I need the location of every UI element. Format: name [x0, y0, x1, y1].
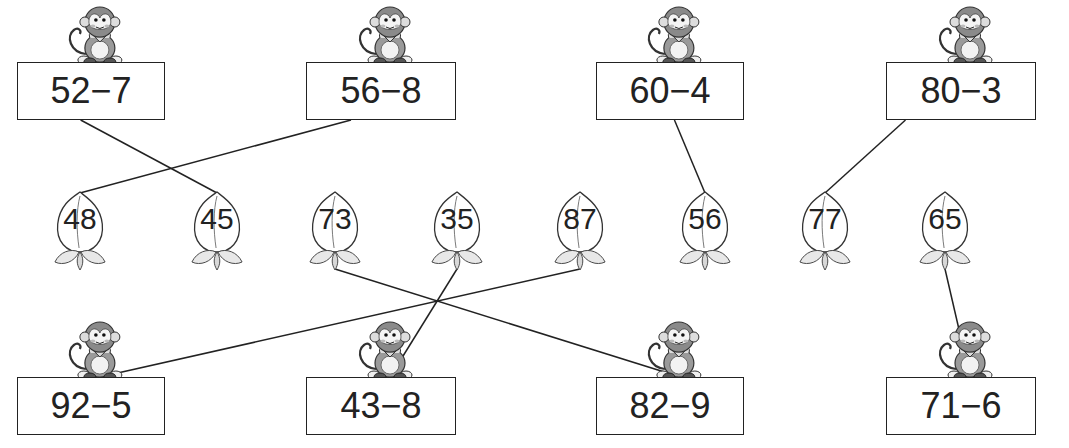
- match-line: [674, 120, 705, 193]
- answer-number: 48: [54, 204, 106, 234]
- monkey-illustration: [70, 322, 122, 381]
- answer-number: 73: [309, 204, 361, 234]
- answer-number: 56: [679, 204, 731, 234]
- monkey-illustration: [70, 7, 122, 66]
- expression-text: 43−8: [340, 388, 421, 424]
- problem-box: 71−6: [886, 377, 1036, 435]
- monkey-illustration: [649, 322, 701, 381]
- peach-answer: 48: [54, 190, 106, 272]
- match-line: [80, 120, 351, 193]
- peach-answer: 45: [191, 190, 243, 272]
- expression-text: 92−5: [50, 388, 131, 424]
- expression-text: 82−9: [629, 388, 710, 424]
- problem-box: 43−8: [306, 377, 456, 435]
- expression-text: 52−7: [50, 73, 131, 109]
- match-line: [825, 120, 906, 193]
- peach-answer: 73: [309, 190, 361, 272]
- monkey-illustration: [360, 7, 412, 66]
- problem-box: 52−7: [17, 62, 165, 120]
- problem-box: 80−3: [886, 62, 1036, 120]
- peach-answer: 65: [919, 190, 971, 272]
- monkey-illustration: [940, 7, 992, 66]
- peach-answer: 56: [679, 190, 731, 272]
- monkey-illustration: [940, 322, 992, 381]
- peach-answer: 35: [431, 190, 483, 272]
- peach-answer: 87: [554, 190, 606, 272]
- match-line: [335, 269, 680, 377]
- expression-text: 60−4: [629, 73, 710, 109]
- problem-box: 92−5: [17, 377, 165, 435]
- problem-box: 60−4: [596, 62, 744, 120]
- answer-number: 87: [554, 204, 606, 234]
- answer-number: 65: [919, 204, 971, 234]
- peach-answer: 77: [799, 190, 851, 272]
- expression-text: 80−3: [920, 73, 1001, 109]
- answer-number: 77: [799, 204, 851, 234]
- answer-number: 35: [431, 204, 483, 234]
- answer-number: 45: [191, 204, 243, 234]
- problem-box: 82−9: [596, 377, 744, 435]
- monkey-illustration: [360, 322, 412, 381]
- monkey-illustration: [649, 7, 701, 66]
- expression-text: 56−8: [340, 73, 421, 109]
- expression-text: 71−6: [920, 388, 1001, 424]
- problem-box: 56−8: [306, 62, 456, 120]
- match-line: [81, 120, 217, 193]
